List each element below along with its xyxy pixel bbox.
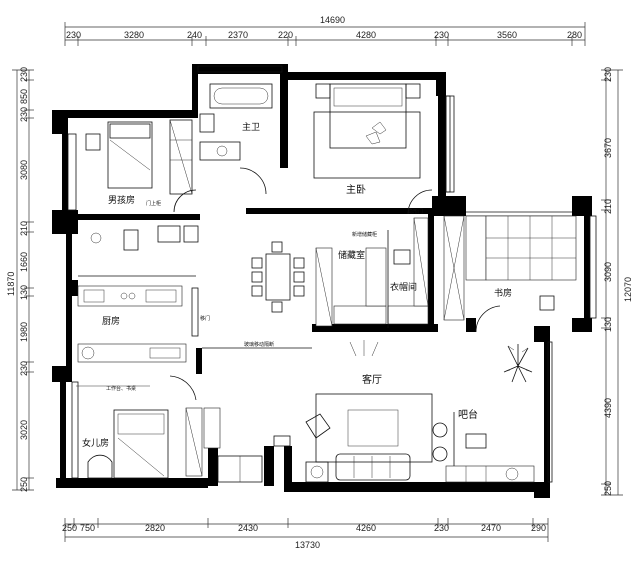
storage-note: 新增储藏柜	[352, 231, 377, 238]
kitchen-label: 厨房	[102, 315, 120, 327]
svg-text:290: 290	[531, 523, 546, 533]
svg-text:230: 230	[434, 523, 449, 533]
svg-text:2370: 2370	[228, 30, 248, 40]
svg-text:3670: 3670	[603, 138, 613, 158]
svg-text:280: 280	[567, 30, 582, 40]
svg-text:3080: 3080	[19, 160, 29, 180]
svg-text:230: 230	[19, 67, 29, 82]
kitchen: 厨房 移门	[77, 225, 210, 363]
storage-label: 储藏室	[338, 249, 365, 261]
svg-text:4260: 4260	[356, 523, 376, 533]
svg-text:1980: 1980	[19, 322, 29, 342]
walls	[52, 64, 592, 498]
bar: 吧台	[432, 408, 535, 483]
master-bedroom-label: 主卧	[346, 183, 366, 196]
top-total-dim: 14690	[320, 15, 345, 25]
left-total-dim: 11870	[6, 272, 16, 296]
walk-in-closet-label: 衣帽间	[390, 281, 417, 293]
boys-room: 男孩房 门上柜	[85, 119, 197, 213]
desk-note: 工作台、书桌	[106, 385, 136, 392]
svg-text:4390: 4390	[603, 398, 613, 418]
svg-text:240: 240	[187, 30, 202, 40]
door-upper-note: 门上柜	[146, 200, 161, 207]
svg-text:2820: 2820	[145, 523, 165, 533]
svg-text:230: 230	[19, 107, 29, 122]
svg-text:210: 210	[19, 221, 29, 236]
kitchen-door-note: 移门	[200, 315, 210, 322]
dining-area	[251, 241, 305, 313]
svg-text:3280: 3280	[124, 30, 144, 40]
master-bedroom: 主卧 隐形门	[313, 83, 433, 215]
svg-text:230: 230	[66, 30, 81, 40]
svg-text:3090: 3090	[603, 262, 613, 282]
right-total-dim: 12070	[623, 277, 633, 302]
storage-closet: 储藏室 衣帽间 新增储藏柜	[315, 217, 429, 357]
girls-room: 女儿房 工作台、书桌	[76, 375, 221, 479]
svg-text:3560: 3560	[497, 30, 517, 40]
svg-text:750: 750	[80, 523, 95, 533]
entry	[217, 435, 291, 483]
svg-text:230: 230	[19, 361, 29, 376]
svg-text:2470: 2470	[481, 523, 501, 533]
svg-text:2430: 2430	[238, 523, 258, 533]
svg-text:210: 210	[603, 199, 613, 214]
bar-label: 吧台	[458, 408, 478, 421]
svg-text:3020: 3020	[19, 420, 29, 440]
master-bath-label: 主卫	[242, 121, 260, 133]
svg-text:230: 230	[603, 67, 613, 82]
study: 书房	[443, 215, 577, 333]
top-dimensions: 14690 230 3280 240 2370 220 4280 230 356…	[64, 15, 586, 46]
master-bath: 主卫	[199, 83, 273, 195]
boys-room-label: 男孩房	[108, 194, 135, 206]
left-dimensions: 11870 230 850 230 3080 210 1660 130 1980…	[6, 67, 34, 492]
svg-text:250: 250	[62, 523, 77, 533]
svg-text:1660: 1660	[19, 252, 29, 272]
svg-text:850: 850	[19, 89, 29, 104]
living-room: 客厅	[305, 373, 433, 483]
glass-partition: 玻璃移动隔断	[202, 341, 312, 349]
svg-text:230: 230	[434, 30, 449, 40]
svg-text:220: 220	[278, 30, 293, 40]
right-dimensions: 230 3670 210 3090 130 4390 250 12070	[601, 67, 633, 496]
girls-room-label: 女儿房	[82, 437, 109, 449]
windows	[67, 65, 597, 483]
living-room-label: 客厅	[362, 373, 382, 386]
plant-icon	[503, 344, 533, 383]
partition-note: 玻璃移动隔断	[244, 341, 274, 348]
hidden-door-note: 隐形门	[408, 208, 423, 215]
svg-text:130: 130	[603, 317, 613, 332]
study-label: 书房	[494, 287, 512, 299]
svg-text:130: 130	[19, 285, 29, 300]
svg-text:250: 250	[603, 481, 613, 496]
bottom-dimensions: 250 750 2820 2430 4260 230 2470 290 1373…	[62, 518, 549, 550]
svg-text:250: 250	[19, 477, 29, 492]
bottom-total-dim: 13730	[295, 540, 320, 550]
svg-text:4280: 4280	[356, 30, 376, 40]
